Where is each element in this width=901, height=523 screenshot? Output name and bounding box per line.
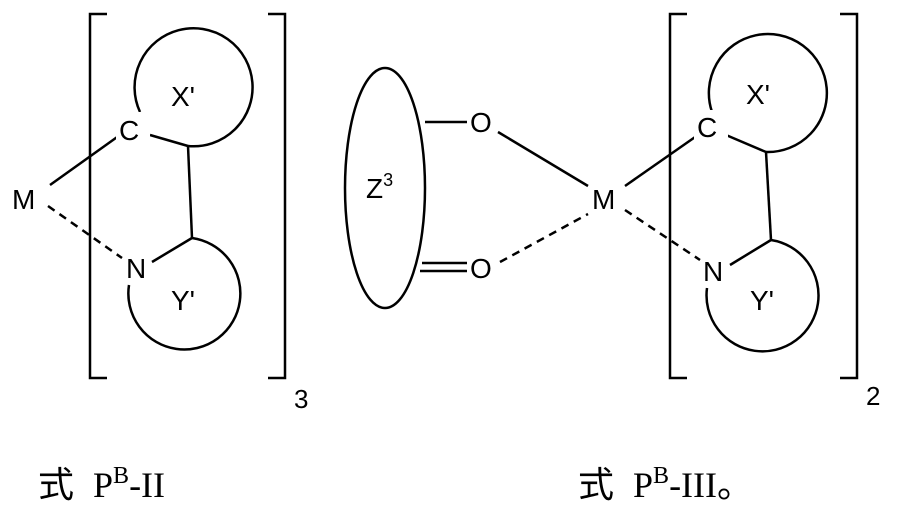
- right-c-c-bond: [766, 152, 771, 240]
- right-caption-suffix: -III。: [669, 465, 753, 505]
- right-bracket-subscript: 2: [866, 381, 880, 411]
- left-caption-suffix: -II: [129, 465, 165, 505]
- left-caption-main: P: [93, 465, 113, 505]
- z3-main: Z: [366, 173, 383, 204]
- left-carbon-label: C: [119, 115, 139, 146]
- right-close-bracket: [840, 14, 857, 378]
- right-caption-main: P: [633, 465, 653, 505]
- left-m-c-bond: [50, 135, 120, 185]
- right-ring-bottom-label: Y': [750, 285, 774, 316]
- left-ring-bottom-label: Y': [171, 285, 195, 316]
- left-m-n-coordinate-bond: [48, 206, 122, 258]
- left-bracket-subscript: 3: [294, 384, 308, 414]
- left-open-bracket: [90, 14, 107, 378]
- left-c-n-bond: [152, 238, 192, 262]
- right-caption: 式 PB-III。: [578, 463, 753, 505]
- right-nitrogen-label: N: [703, 256, 723, 287]
- ligand-o-m-bond: [498, 132, 588, 186]
- left-c-ring-bond: [150, 135, 188, 146]
- right-m-c-bond: [625, 135, 698, 186]
- right-ring-top-label: X': [746, 79, 770, 110]
- left-caption-sup: B: [113, 463, 129, 489]
- right-carbon-label: C: [697, 112, 717, 143]
- oxygen-bottom-label: O: [470, 253, 492, 284]
- right-structure: [625, 14, 857, 378]
- right-c-ring-bond: [726, 135, 766, 152]
- left-ring-top-label: X': [171, 81, 195, 112]
- left-c-c-bond: [188, 146, 192, 238]
- right-m-n-coordinate-bond: [625, 210, 700, 260]
- right-labels: C X' M N Y' 2: [592, 79, 880, 411]
- left-structure: [48, 14, 285, 378]
- right-caption-sup: B: [653, 463, 669, 489]
- right-c-n-bond: [730, 240, 771, 265]
- left-close-bracket: [268, 14, 285, 378]
- left-labels: C X' M N Y' 3: [12, 81, 308, 414]
- z3-label: Z3: [366, 170, 393, 204]
- left-caption: 式 PB-II: [38, 463, 165, 505]
- ligand-o-m-coordinate-bond: [500, 214, 588, 262]
- z3-superscript: 3: [383, 170, 393, 190]
- left-nitrogen-label: N: [126, 253, 146, 284]
- left-metal-label: M: [12, 184, 35, 215]
- right-metal-label: M: [592, 184, 615, 215]
- right-open-bracket: [670, 14, 687, 378]
- right-caption-prefix: 式: [578, 465, 614, 505]
- oxygen-top-label: O: [470, 107, 492, 138]
- ancillary-labels: Z3 O O: [366, 107, 492, 284]
- left-caption-prefix: 式: [38, 465, 74, 505]
